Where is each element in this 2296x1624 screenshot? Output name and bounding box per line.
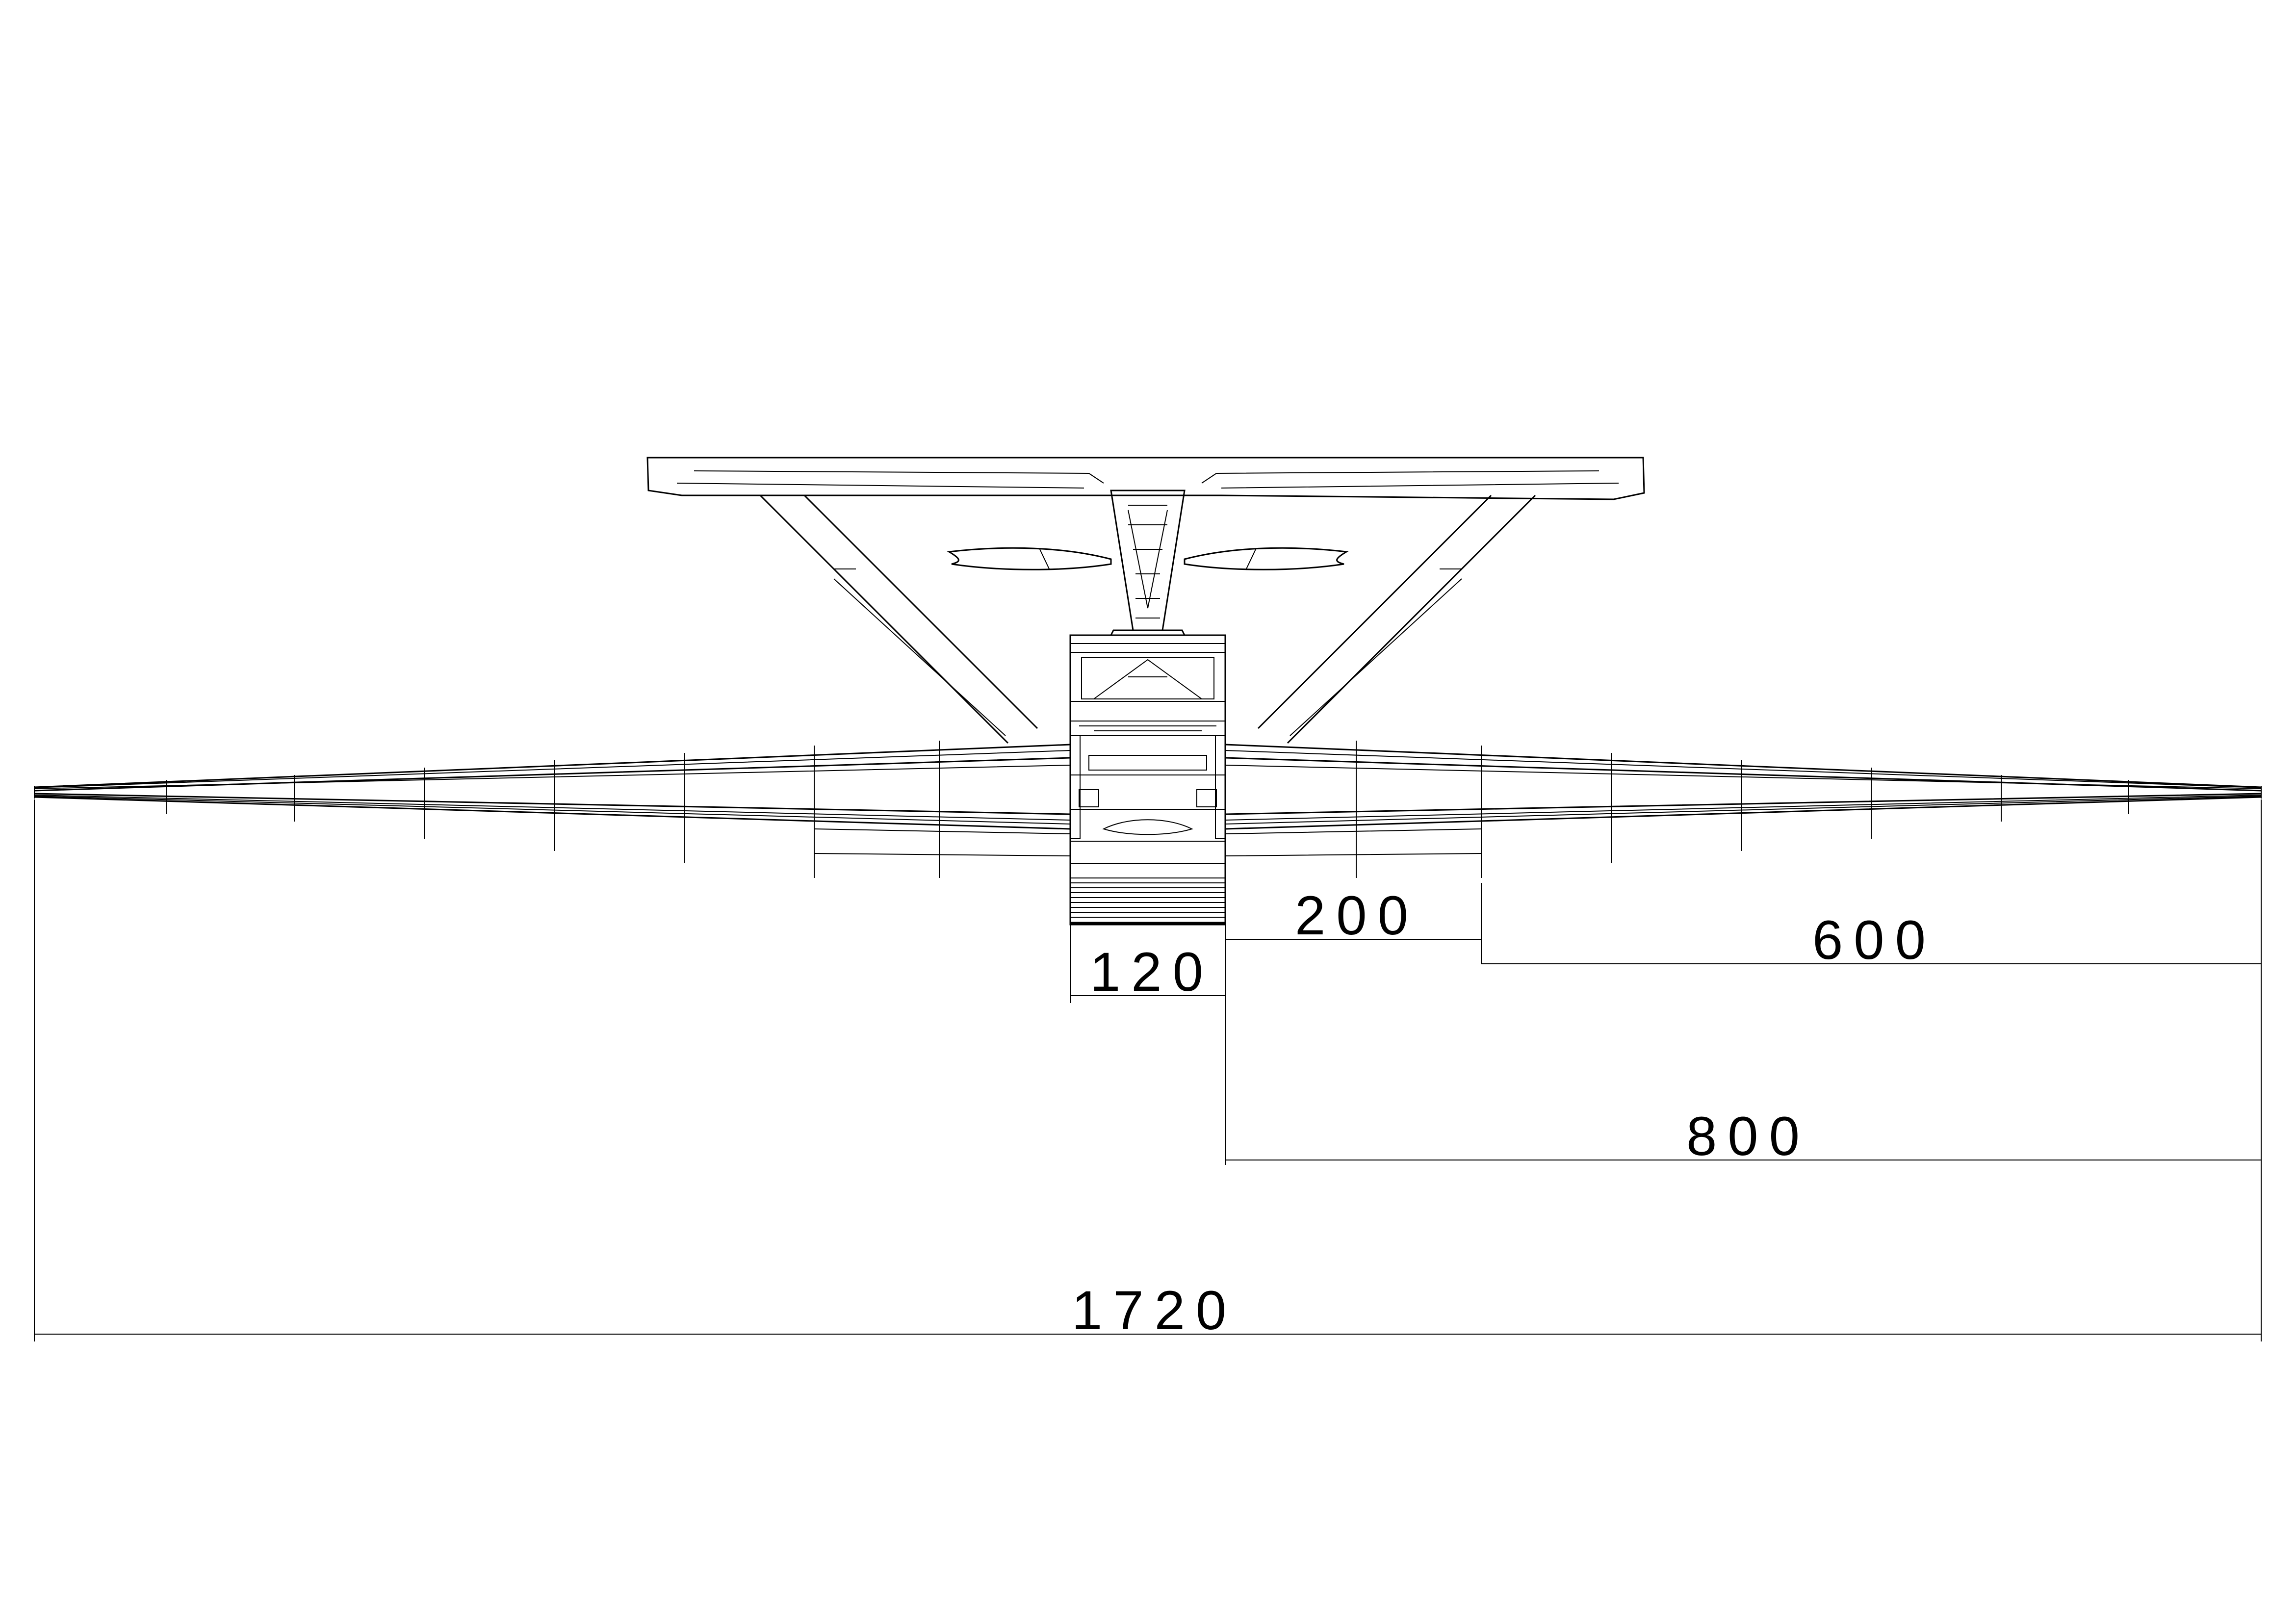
dimension-1720: 1720 [34,799,2261,1341]
dimension-label-120: 120 [1090,941,1214,1003]
dimension-label-1720: 1720 [1072,1280,1237,1341]
fuselage [1069,634,1226,926]
dimension-800: 800 [1225,1003,2261,1167]
dimension-label-800: 800 [1686,1106,1810,1167]
dimension-120: 120 [1070,925,1226,1003]
right-wing [1225,741,2262,878]
upper-tail-plane [646,457,1645,500]
dimension-label-200: 200 [1295,885,1419,946]
aircraft [34,457,2262,926]
dimension-200: 200 [1225,883,1482,964]
propeller [947,547,1349,570]
dimension-600: 600 [1481,799,2262,1341]
tail-fin [1109,490,1186,636]
dimension-label-600: 600 [1812,909,1936,971]
left-wing [34,741,1071,878]
diagonal-struts [759,494,1536,744]
